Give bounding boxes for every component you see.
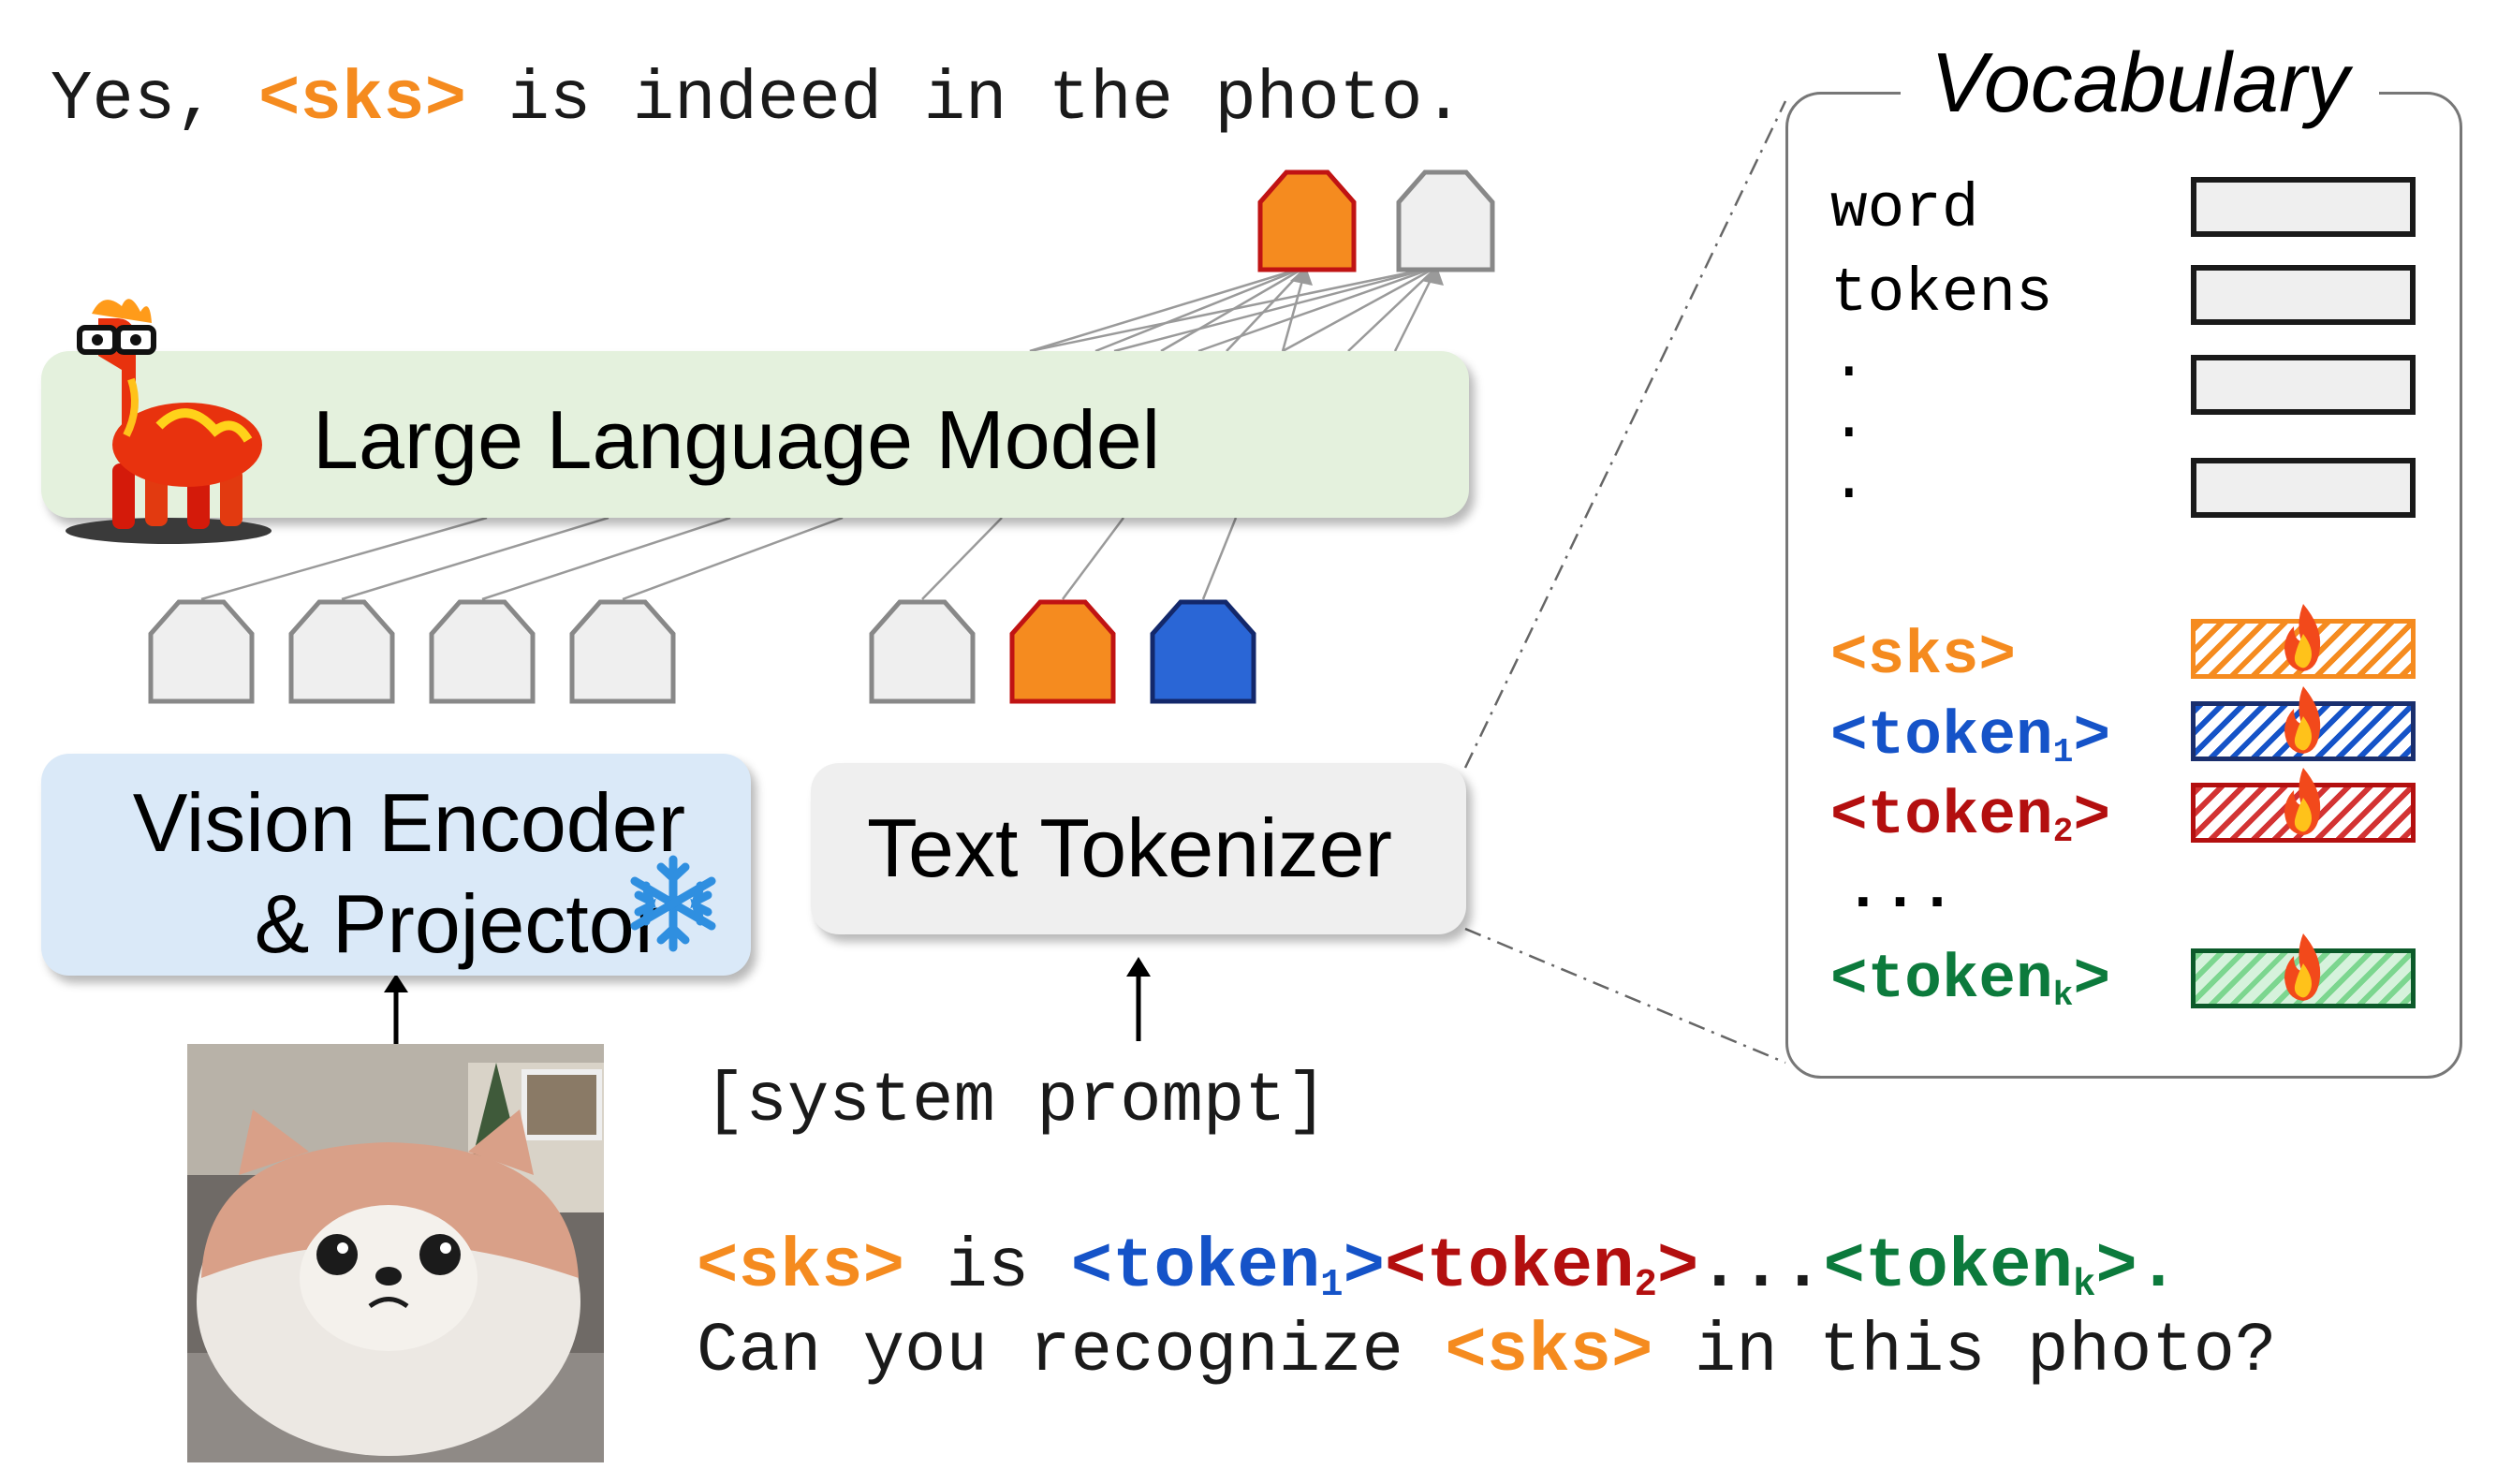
prompt-token1-close: > [1343, 1228, 1385, 1307]
prompt-token2: <token2> [1385, 1228, 1698, 1307]
prompt-tokenk-sub: k [2072, 1264, 2096, 1308]
vision-label-line1: Vision Encoder [132, 776, 685, 869]
vocab-word-row-1: word [1830, 174, 1979, 244]
output-sks-token: <sks> [258, 61, 467, 140]
prompt-dots: ... [1698, 1228, 1824, 1307]
vocab-token2-text: <token [1830, 781, 2053, 851]
image-token-1 [148, 599, 255, 704]
text-token-blue [1150, 599, 1256, 704]
prompt-line2-post: in this photo? [1652, 1313, 2277, 1391]
vocab-learned-dots: ... [1844, 855, 1956, 925]
llm-box: Large Language Model [41, 351, 1469, 518]
vocab-learned-tokenk: <tokenk> [1830, 945, 2110, 1015]
vocabulary-panel: word tokens . . . <sks> <token1> <token2… [1785, 92, 2462, 1079]
output-token-orange [1257, 169, 1357, 272]
vocab-tokenk-close: > [2073, 945, 2111, 1015]
prompt-tokenk: <tokenk> [1824, 1228, 2137, 1307]
snowflake-icon [630, 855, 716, 952]
vocab-token1-sub: 1 [2052, 733, 2074, 772]
tokenizer-label: Text Tokenizer [867, 801, 1392, 894]
text-token-orange [1009, 599, 1116, 704]
vocab-word-row-4: . [1830, 385, 1868, 455]
vocab-embedding-2 [2191, 265, 2416, 325]
vocab-learned-token1: <token1> [1830, 701, 2110, 771]
up-arrows [393, 974, 1141, 1049]
system-prompt: [system prompt] [704, 1063, 1329, 1141]
vocab-word-row-3: . [1830, 324, 1868, 394]
vocab-sks-label: <sks> [1830, 621, 2017, 691]
vocabulary-title: Vocabulary [1901, 36, 2379, 132]
prompt-token1-text: <token [1070, 1228, 1321, 1307]
vocab-embedding-4 [2191, 458, 2416, 518]
vocab-tokenk-text: <token [1830, 945, 2053, 1015]
fire-icon [2284, 933, 2321, 1001]
prompt-line-1: <sks> is <token1><token2>...<tokenk>. [697, 1228, 2179, 1307]
vocab-embedding-3 [2191, 355, 2416, 415]
plush-photo [187, 1044, 604, 1462]
vocab-word-row-5: . [1830, 446, 1868, 516]
vocab-learned-sks: <sks> [1830, 621, 2016, 691]
fire-icon [2284, 604, 2321, 671]
vocab-token1-text: <token [1830, 701, 2053, 771]
vocab-tokenk-sub: k [2052, 977, 2074, 1016]
prompt-token2-text: <token [1384, 1228, 1635, 1307]
image-token-2 [288, 599, 395, 704]
vocab-learned-token2: <token2> [1830, 781, 2110, 851]
llm-label: Large Language Model [313, 393, 1161, 486]
vocab-token2-sub: 2 [2052, 813, 2074, 852]
vision-label: Vision Encoder & Projector [30, 772, 685, 975]
image-token-3 [429, 599, 536, 704]
prompt-token2-sub: 2 [1634, 1264, 1657, 1308]
vocab-token2-close: > [2073, 781, 2111, 851]
output-sentence: Yes, <sks> is indeed in the photo. [51, 58, 1464, 142]
prompt-token1-sub: 1 [1320, 1264, 1344, 1308]
vocab-word-row-2: tokens [1830, 258, 2053, 329]
output-post: is indeed in the photo. [466, 61, 1464, 140]
vocab-token1-close: > [2073, 701, 2111, 771]
vision-encoder-box: Vision Encoder & Projector [41, 754, 751, 976]
output-pre: Yes, [51, 61, 259, 140]
llm-output-lines [1029, 265, 1439, 353]
text-token-gray [869, 599, 976, 704]
prompt-token2-close: > [1656, 1228, 1699, 1307]
prompt-line2-sks: <sks> [1445, 1313, 1653, 1391]
prompt-token1: <token1> [1071, 1228, 1385, 1307]
prompt-is: is [904, 1228, 1071, 1307]
fire-icon [2284, 768, 2321, 835]
prompt-tokenk-close: > [2095, 1228, 2137, 1307]
image-token-4 [569, 599, 676, 704]
zoom-lines [1463, 100, 1787, 1065]
llama-mascot-icon [66, 299, 272, 544]
prompt-line-2: Can you recognize <sks> in this photo? [697, 1313, 2277, 1391]
vocab-embedding-1 [2191, 177, 2416, 237]
prompt-line2-pre: Can you recognize [697, 1313, 1446, 1391]
output-token-gray [1396, 169, 1495, 272]
text-tokenizer-box: Text Tokenizer [811, 763, 1466, 934]
vision-label-line2: & Projector [254, 877, 662, 970]
input-lines [200, 516, 1238, 601]
prompt-sks-token: <sks> [697, 1228, 905, 1307]
prompt-tokenk-text: <token [1823, 1228, 2073, 1307]
fire-icon [2284, 686, 2321, 754]
prompt-period: . [2137, 1228, 2180, 1307]
